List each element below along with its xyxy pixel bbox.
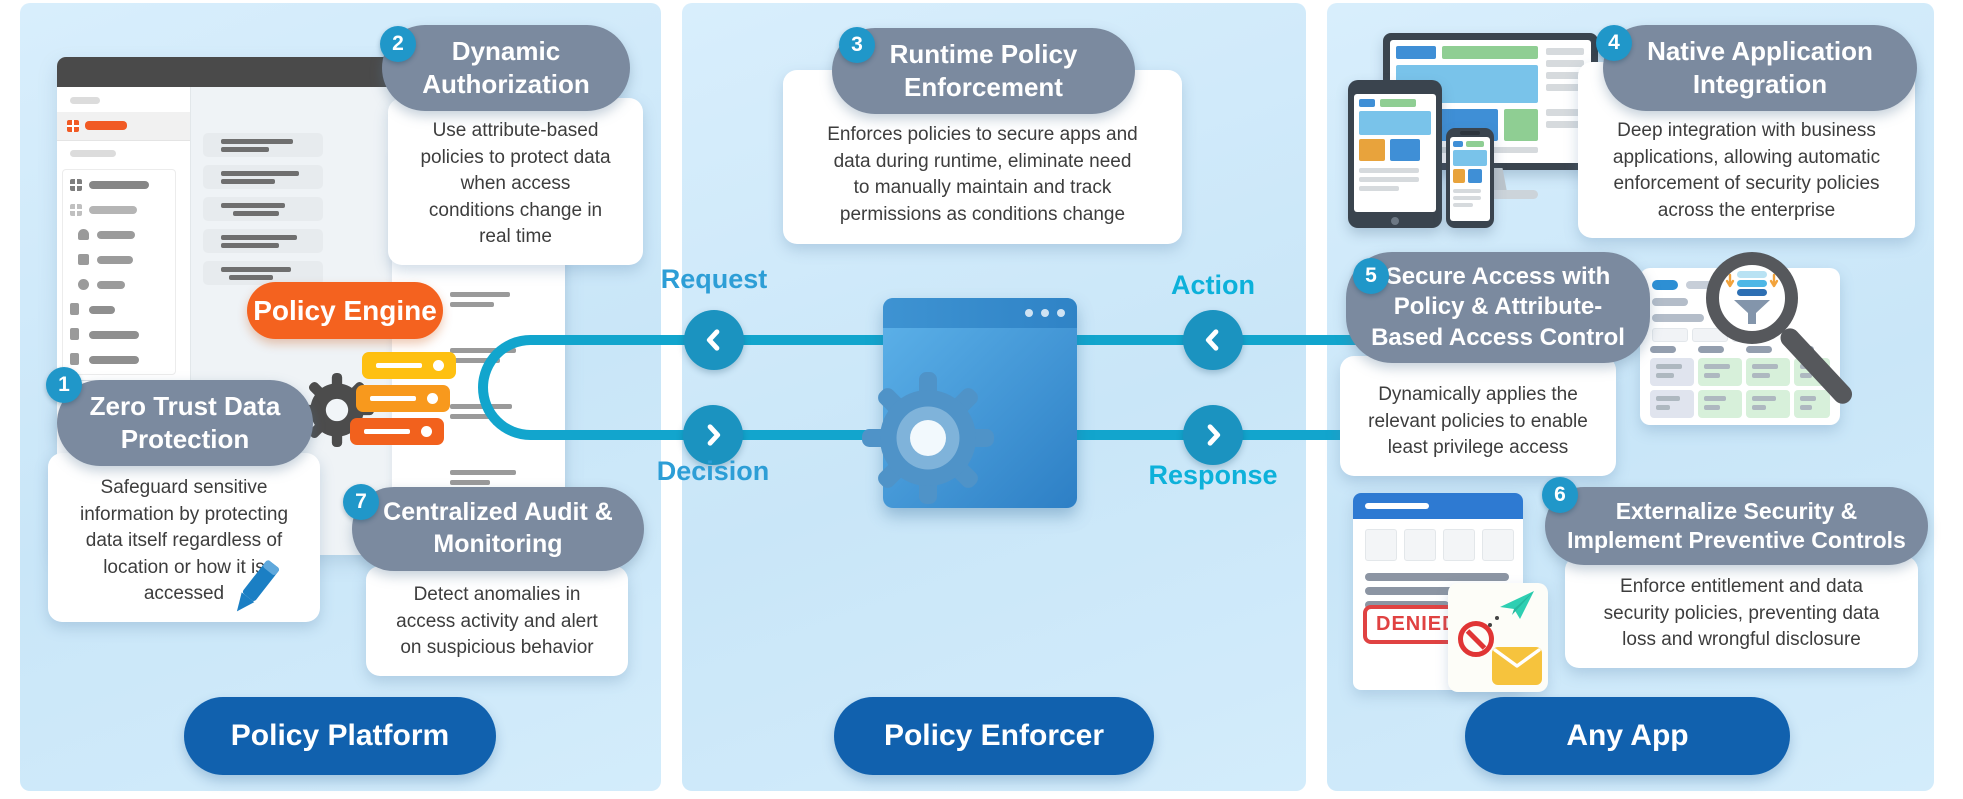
policy-enforcer-label: Policy Enforcer	[834, 697, 1154, 775]
server-stack-icon	[356, 385, 450, 412]
placeholder-line	[70, 150, 116, 157]
flow-label-decision: Decision	[656, 456, 770, 486]
sidebar-menu-card	[62, 169, 176, 375]
placeholder-line	[97, 281, 125, 289]
policy-platform-label: Policy Platform	[184, 697, 496, 775]
chevron-left-icon	[706, 329, 720, 351]
callout-1-title: Zero Trust Data Protection	[57, 380, 313, 467]
flow-loop	[478, 335, 888, 440]
kanban-column	[1650, 346, 1694, 422]
callout-4-title: Native Application Integration	[1603, 25, 1917, 112]
pencil-icon	[236, 560, 279, 612]
list-item	[203, 133, 323, 157]
callout-7-number: 7	[343, 484, 379, 520]
flow-node-action	[1183, 310, 1243, 370]
server-stack-icon	[350, 418, 444, 445]
placeholder-line	[89, 331, 139, 339]
placeholder-line	[89, 181, 149, 189]
list-item	[203, 197, 323, 221]
policy-engine-badge: Policy Engine	[247, 282, 443, 339]
placeholder-line	[89, 206, 137, 214]
sidebar-item-active	[57, 112, 190, 141]
file-icon	[70, 328, 79, 340]
callout-2-title: Dynamic Authorization	[382, 25, 630, 112]
list-item	[203, 261, 323, 285]
policy-funnel-icon	[1725, 271, 1779, 324]
kanban-column	[1746, 346, 1790, 422]
callout-6-number: 6	[1542, 477, 1578, 513]
phone-notch	[1460, 131, 1480, 135]
callout-5-body: Dynamically applies the relevant policie…	[1340, 356, 1616, 476]
window-dot-icon	[1057, 309, 1065, 317]
callout-1-number: 1	[46, 367, 82, 403]
placeholder-line	[89, 306, 115, 314]
callout-3-title: Runtime Policy Enforcement	[832, 28, 1135, 115]
thumbs-up-icon	[78, 254, 89, 265]
blocked-send-card	[1448, 583, 1548, 692]
placeholder-line	[97, 231, 135, 239]
callout-2-body: Use attribute-based policies to protect …	[388, 98, 643, 265]
user-icon	[78, 229, 89, 240]
apps-icon	[70, 204, 82, 216]
placeholder-line	[70, 97, 100, 104]
phone-icon	[1446, 128, 1494, 228]
callout-5-number: 5	[1353, 258, 1389, 294]
gear-icon	[862, 372, 994, 504]
server-stack-icon	[362, 352, 456, 379]
document-header	[1353, 493, 1523, 519]
apps-icon	[70, 179, 82, 191]
prohibited-icon	[1458, 621, 1494, 657]
home-button	[1391, 217, 1399, 225]
list-item	[203, 229, 323, 253]
placeholder-line	[97, 256, 133, 264]
send-icon	[1500, 591, 1534, 619]
callout-6-body: Enforce entitlement and data security po…	[1565, 556, 1918, 668]
placeholder-line	[85, 121, 127, 130]
any-app-label: Any App	[1465, 697, 1790, 775]
flow-label-request: Request	[660, 264, 768, 294]
callout-1-body: Safeguard sensitive information by prote…	[48, 453, 320, 622]
callout-7-title: Centralized Audit & Monitoring	[352, 487, 644, 571]
tablet-icon	[1348, 80, 1442, 228]
callout-7-body: Detect anomalies in access activity and …	[366, 566, 628, 676]
window-dot-icon	[1041, 309, 1049, 317]
chevron-left-icon	[1205, 329, 1219, 351]
window-dot-icon	[1025, 309, 1033, 317]
magnifier-icon	[1706, 252, 1798, 344]
envelope-icon	[1492, 647, 1542, 685]
flow-node-request	[684, 310, 744, 370]
callout-5-title: Secure Access with Policy & Attribute- B…	[1346, 252, 1650, 364]
callout-4-number: 4	[1596, 25, 1632, 61]
callout-2-number: 2	[380, 26, 416, 62]
flow-node-response	[1183, 405, 1243, 465]
flow-label-action: Action	[1171, 270, 1255, 300]
callout-3-number: 3	[839, 27, 875, 63]
chevron-right-icon	[707, 424, 721, 446]
list-item	[203, 165, 323, 189]
placeholder-line	[89, 356, 139, 364]
kanban-column	[1698, 346, 1742, 422]
grid-icon	[67, 120, 79, 132]
callout-6-title: Externalize Security & Implement Prevent…	[1545, 487, 1928, 566]
chevron-right-icon	[1207, 424, 1221, 446]
flow-label-response: Response	[1148, 460, 1278, 490]
key-icon	[78, 279, 89, 290]
window-titlebar	[883, 298, 1077, 328]
flow-node-decision	[683, 405, 743, 465]
file-icon	[70, 303, 79, 315]
checklist-icon	[70, 353, 79, 365]
